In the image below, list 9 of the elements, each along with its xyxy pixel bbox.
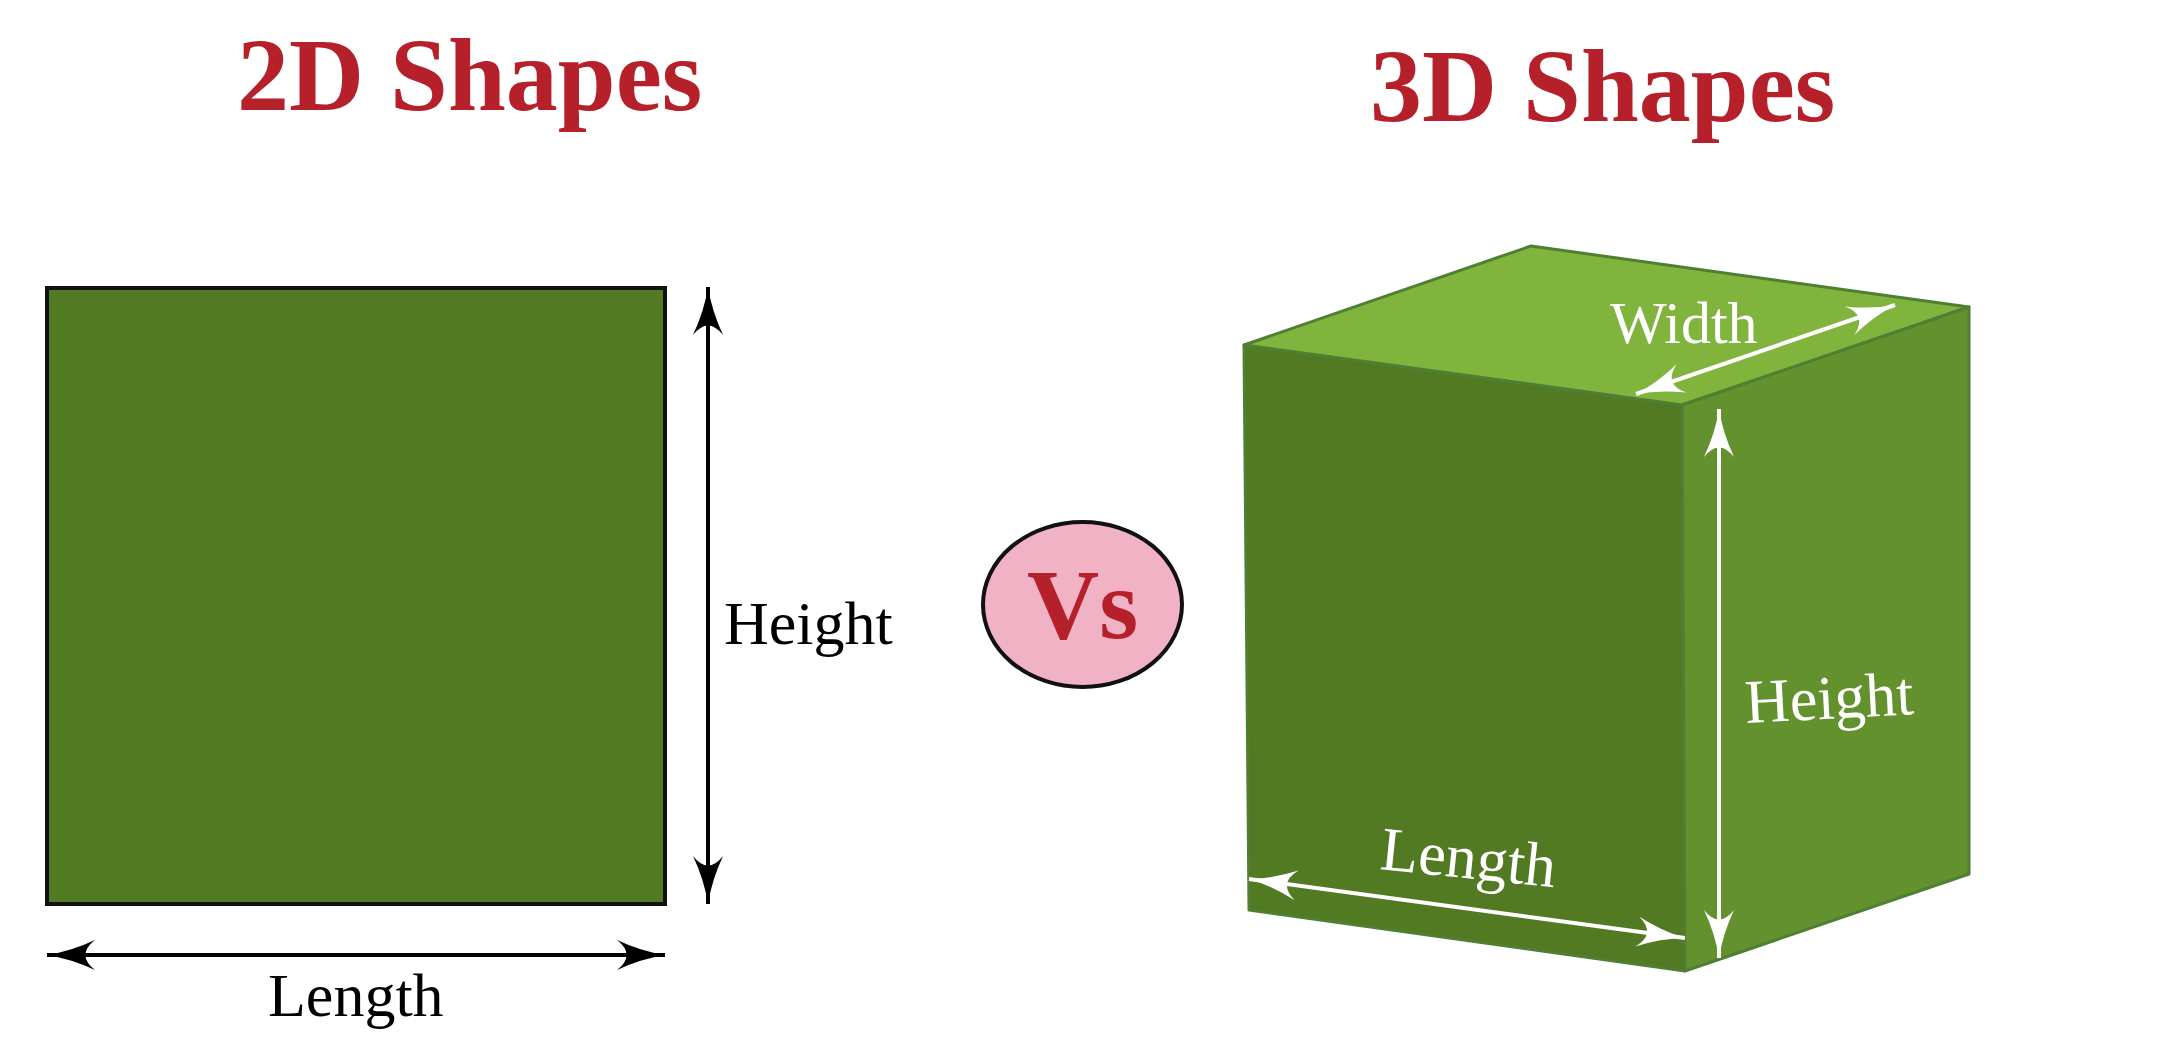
dimension-label: Height <box>1742 658 1916 739</box>
dimension-label: Length <box>1377 813 1560 903</box>
dimension-label: Width <box>1610 289 1758 359</box>
vs-text: Vs <box>1026 548 1139 662</box>
dimension-label: Height <box>724 588 893 660</box>
heading: 2D Shapes <box>237 15 703 134</box>
dimension-label: Length <box>268 960 444 1032</box>
vs-ellipse <box>981 520 1184 689</box>
heading: 3D Shapes <box>1370 26 1836 145</box>
